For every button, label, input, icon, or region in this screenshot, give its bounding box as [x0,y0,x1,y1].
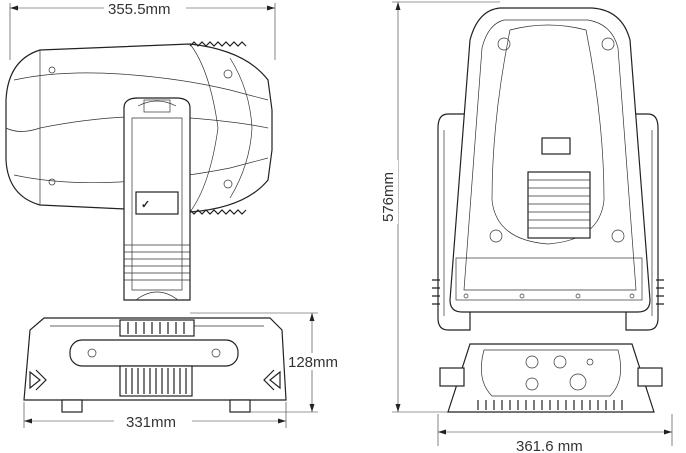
front-view: 576mm [380,1,673,453]
front-width-dimension: 361.6 mm [437,414,673,453]
side-width-dimension: 355.5mm [9,0,276,60]
yoke-arm: ✓ [123,97,191,301]
side-view: 355.5mm ✓ [5,0,348,431]
svg-text:✓: ✓ [141,199,150,211]
base-width-dimension: 331mm [23,402,287,431]
front-width-label: 361.6 mm [516,438,583,453]
base-width-label: 331mm [126,414,176,431]
base-vent [125,368,187,394]
base-height-label: 128mm [288,354,338,371]
front-base [439,343,663,413]
base [23,317,287,413]
front-head [449,7,651,313]
side-width-label: 355.5mm [108,1,171,18]
total-height-dimension: 576mm [380,1,500,413]
total-height-label: 576mm [380,172,397,222]
base-height-dimension: 128mm [190,312,348,413]
